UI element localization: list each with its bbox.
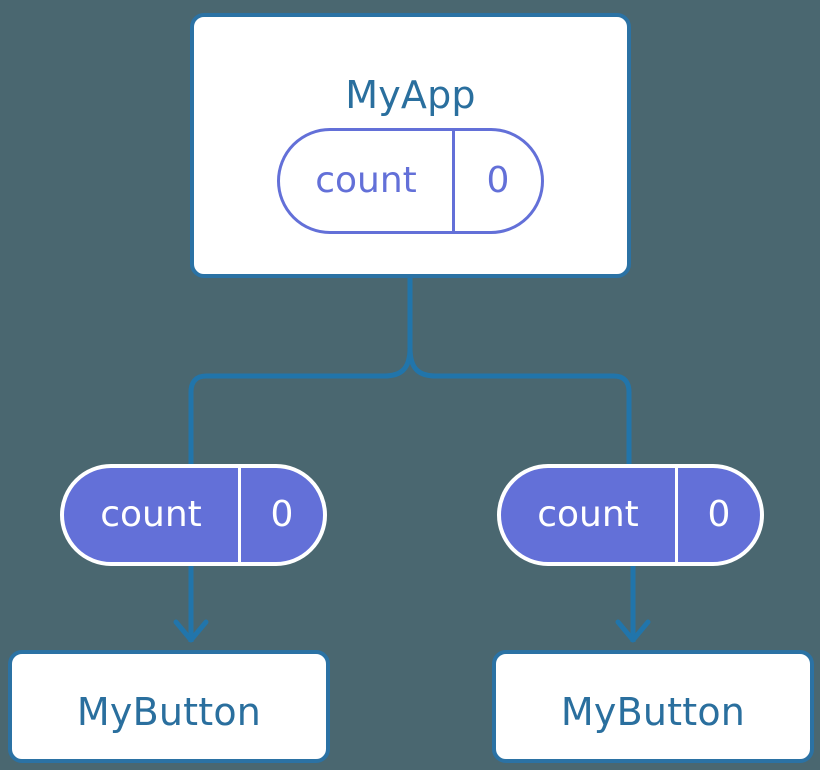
root-component-title: MyApp — [345, 73, 476, 117]
arrow-head-left-icon — [173, 619, 209, 643]
child-component-box-right[interactable]: MyButton — [492, 650, 814, 763]
child-component-title-left: MyButton — [76, 690, 262, 734]
connector-branch-right — [407, 347, 632, 466]
child-component-title-right: MyButton — [560, 690, 746, 734]
prop-pill-left[interactable]: count 0 — [60, 464, 327, 566]
root-state-key: count — [315, 160, 417, 201]
prop-pill-right[interactable]: count 0 — [497, 464, 764, 566]
root-state-value: 0 — [452, 131, 541, 231]
arrow-head-right-icon — [615, 619, 651, 643]
prop-pill-left-value: 0 — [238, 468, 323, 562]
child-component-box-left[interactable]: MyButton — [8, 650, 330, 763]
connector-branch-left — [188, 347, 413, 466]
prop-pill-left-key: count — [100, 494, 202, 535]
prop-pill-right-key: count — [537, 494, 639, 535]
root-state-pill[interactable]: count 0 — [277, 128, 544, 234]
prop-pill-right-value: 0 — [675, 468, 760, 562]
